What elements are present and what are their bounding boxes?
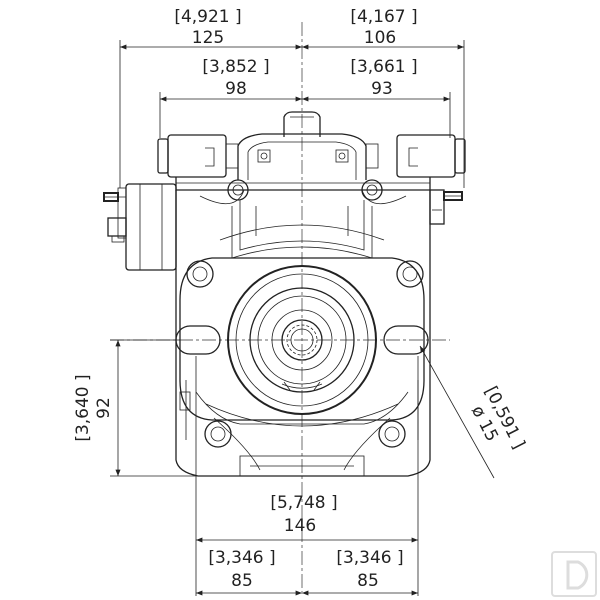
dim-bottom-left-inch: [3,346 ] (208, 548, 275, 568)
pump-body (103, 111, 466, 477)
dim-top-right-outer-mm: 106 (364, 28, 396, 48)
dim-left-vertical-inch: [3,640 ] (73, 374, 93, 441)
dim-top-left-inner-inch: [3,852 ] (202, 57, 269, 77)
dim-top-right-outer-inch: [4,167 ] (350, 7, 417, 27)
dim-bottom-left-mm: 85 (231, 571, 253, 591)
dimensions: [4,921 ] 125 [4,167 ] 106 [3,852 ] 98 [3… (73, 7, 529, 596)
dim-top-left-inner-mm: 98 (225, 79, 247, 99)
dim-top-left-outer-inch: [4,921 ] (174, 7, 241, 27)
dim-left-vertical-mm: 92 (94, 397, 114, 419)
dim-bottom-right-mm: 85 (357, 571, 379, 591)
dim-bottom-total-mm: 146 (284, 516, 316, 536)
dim-bottom-total-inch: [5,748 ] (270, 493, 337, 513)
dim-top-right-inner-inch: [3,661 ] (350, 57, 417, 77)
brand-logo (551, 551, 597, 597)
dim-top-left-outer-mm: 125 (192, 28, 224, 48)
dim-bottom-right-inch: [3,346 ] (336, 548, 403, 568)
dim-top-right-inner-mm: 93 (371, 79, 393, 99)
